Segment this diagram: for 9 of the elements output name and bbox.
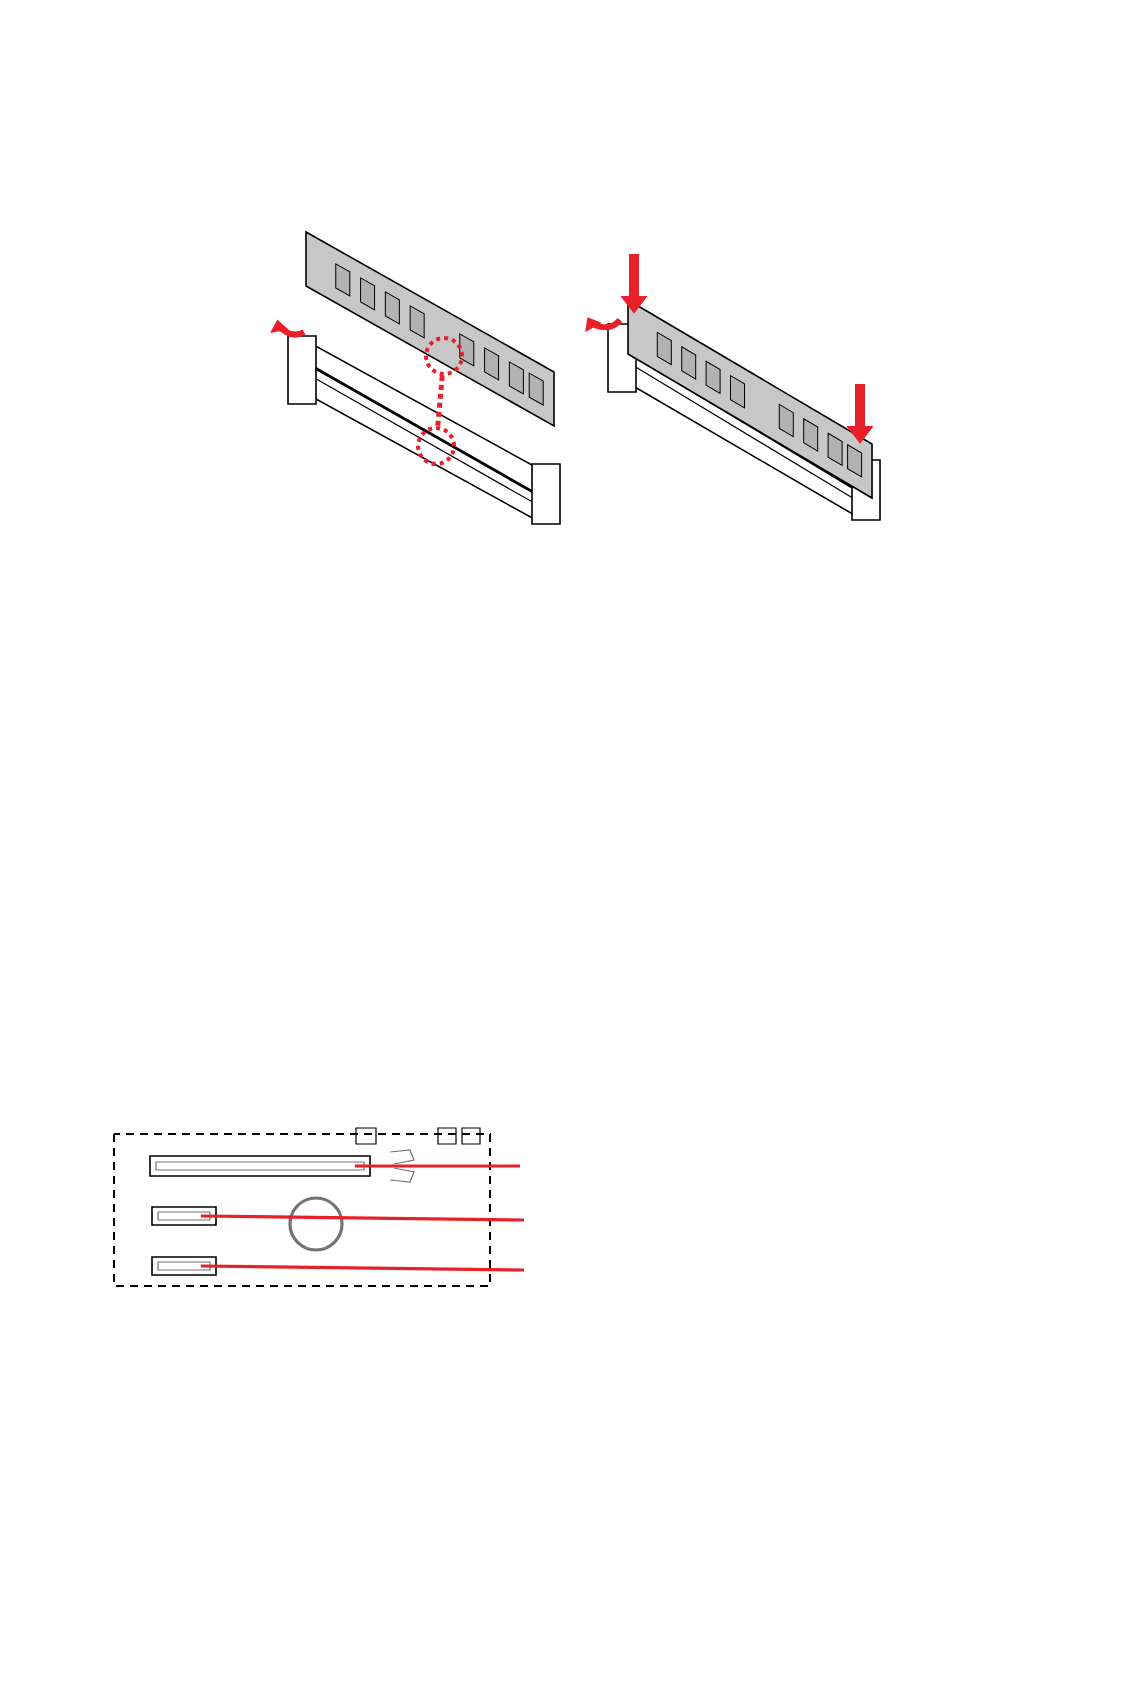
expansion-slot bbox=[151, 1256, 217, 1276]
dotted-line bbox=[435, 375, 445, 427]
dotted-circle bbox=[416, 426, 456, 466]
expansion-slot bbox=[151, 1206, 217, 1226]
leader-line bbox=[354, 1164, 520, 1168]
leader-line bbox=[200, 1264, 525, 1272]
leader-line bbox=[200, 1214, 525, 1222]
dotted-circle bbox=[424, 336, 464, 376]
expansion-slot bbox=[149, 1155, 371, 1177]
